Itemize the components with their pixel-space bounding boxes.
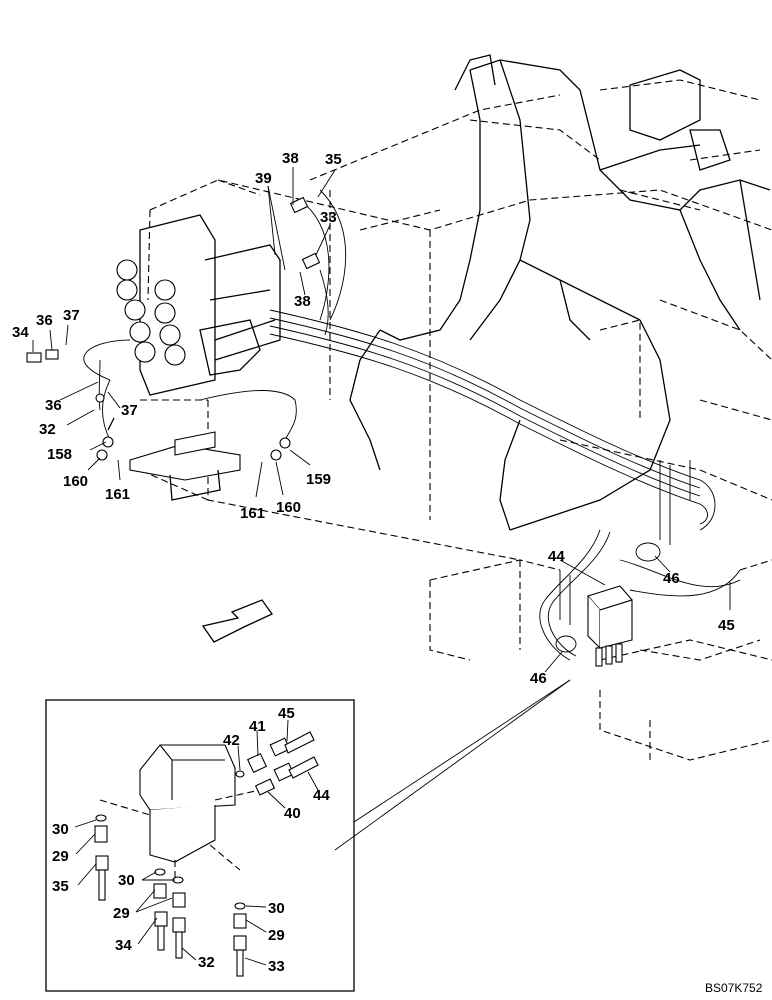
callout-45: 45 [718,617,735,634]
callout-45: 45 [278,705,295,722]
callout-44: 44 [313,787,330,804]
callout-35: 35 [325,151,342,168]
callout-38: 38 [282,150,299,167]
hose-bundle [83,189,741,661]
callout-160: 160 [276,499,301,516]
drawing-code: BS07K752 [705,981,763,995]
callout-30: 30 [268,900,285,917]
machine-frame-outline [139,79,772,761]
callout-34: 34 [12,324,29,341]
callout-41: 41 [249,718,266,735]
callout-46: 46 [530,670,547,687]
callout-160: 160 [63,473,88,490]
callout-159: 159 [306,471,331,488]
callout-30: 30 [118,872,135,889]
callout-32: 32 [39,421,56,438]
detail-inset-box [45,679,571,992]
callout-35: 35 [52,878,69,895]
callout-29: 29 [113,905,130,922]
callout-161: 161 [105,486,130,503]
callout-40: 40 [284,805,301,822]
callout-46: 46 [663,570,680,587]
shuttle-valve-assembly [96,431,291,501]
callout-33: 33 [268,958,285,975]
callout-29: 29 [52,848,69,865]
control-valve-block [116,214,281,396]
callout-30: 30 [52,821,69,838]
callout-39: 39 [255,170,272,187]
leader-lines-main [32,167,731,673]
callout-32: 32 [198,954,215,971]
callout-labels: 35 38 39 33 38 34 36 37 36 37 32 158 160… [12,150,735,975]
callout-33: 33 [320,209,337,226]
callout-158: 158 [47,446,72,463]
callout-37: 37 [121,402,138,419]
callout-38: 38 [294,293,311,310]
callout-42: 42 [223,732,240,749]
callout-161: 161 [240,505,265,522]
callout-34: 34 [115,937,132,954]
callout-36: 36 [36,312,53,329]
callout-29: 29 [268,927,285,944]
direction-arrow [201,599,273,643]
pedal-valve-main [587,585,633,667]
callout-44: 44 [548,548,565,565]
operator-seat [349,54,771,531]
callout-36: 36 [45,397,62,414]
callout-37: 37 [63,307,80,324]
